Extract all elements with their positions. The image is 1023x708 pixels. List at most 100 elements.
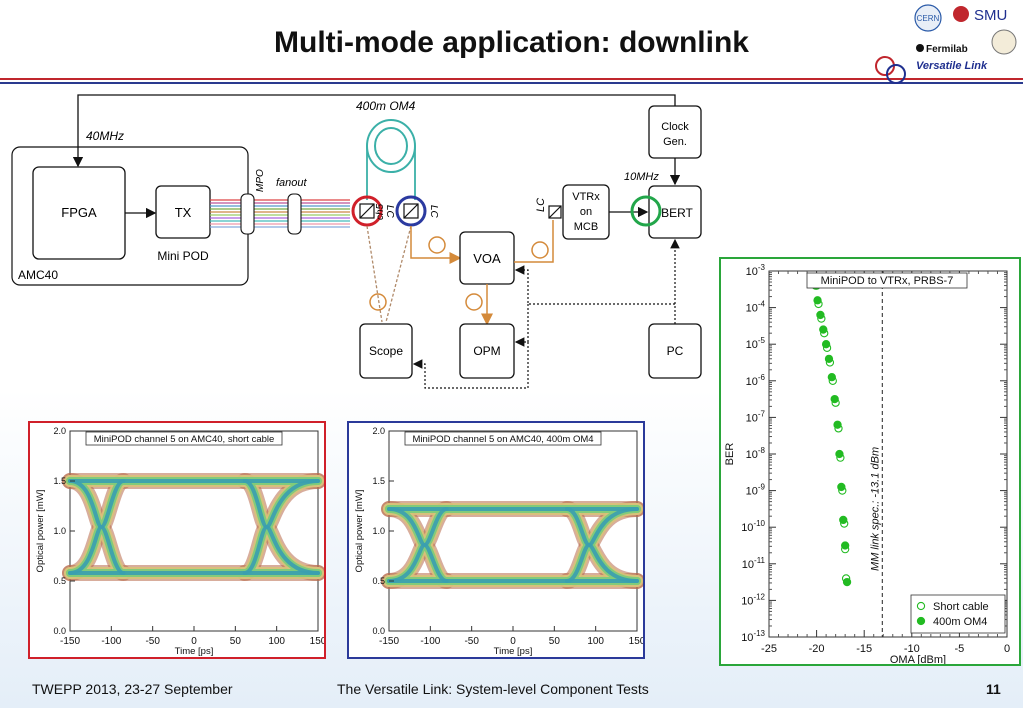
ber-y-tick-label: 10-12 [741,592,765,607]
ber-point-400m [837,482,846,492]
pc-voa-control [514,265,675,305]
ber-x-axis-label: OMA [dBm] [890,654,946,664]
page-number: 11 [986,681,1001,697]
pc-scope-control [412,342,529,389]
eye-400m-x-tick-label: -100 [420,636,440,647]
fiber-spool-inner [374,127,408,165]
opm-block [459,323,515,379]
eye-short-y-tick-label: 1.5 [53,476,66,486]
eye-diagram-short-cable: MiniPOD channel 5 on AMC40, short cable -… [28,421,327,659]
eye-400m-y-tick-label: 2.0 [372,426,385,436]
fpga-label: FPGA [61,205,97,220]
voa-fiber-loop [428,236,446,254]
ber-legend-label: Short cable [933,601,989,613]
eye-400m-x-tick-label: -50 [464,636,479,647]
versatile-link-text: Versatile Link [916,60,988,72]
fiber-ribbon [210,199,350,228]
scope-fiber-loop [369,293,387,311]
ber-y-tick-label: 10-6 [746,373,766,388]
fermilab-logo-text: Fermilab [926,44,968,55]
eye-short-x-tick-label: 50 [230,636,242,647]
clock-40-label: 40MHz [86,129,124,143]
eye-400m-x-tick-label: 150 [629,636,643,647]
cern-logo-icon [914,4,942,32]
logo-graphics: CERN SMU Fermilab [914,4,1017,55]
scope-dashed-right [385,225,412,323]
logo-cluster: CERN SMU Fermilab [912,2,1020,74]
eye-400m-y-axis-label: Optical power [mW] [354,490,365,573]
ber-y-tick-label: 10-3 [746,263,766,278]
eye-400m-eye-trace [565,507,639,583]
eye-400m-y-tick-label: 0.5 [372,576,385,586]
ch5-label: ch5 [375,203,386,220]
ber-x-tick-label: -25 [761,643,777,655]
smu-seal-icon [953,6,969,22]
ber-x-tick-label: -15 [856,643,872,655]
fermilab-mark-icon [916,44,924,52]
opm-label: OPM [473,344,500,358]
fiber-to-voa [410,226,462,264]
clock-10-label: 10MHz [624,171,659,183]
ch5-highlight-ring [351,195,383,227]
eye-short-title: MiniPOD channel 5 on AMC40, short cable [94,434,275,445]
ber-x-tick-label: -5 [955,643,965,655]
ber-point-400m [833,420,842,429]
eye-short-y-tick-label: 1.0 [53,526,66,536]
vtrx-label-1: VTRx [572,191,600,203]
ber-point-400m [841,541,850,550]
scope-label: Scope [369,344,403,358]
fanout-label: fanout [276,177,308,189]
ber-y-tick-label: 10-10 [741,519,765,534]
ber-y-tick-label: 10-9 [746,483,766,498]
footer-conference: TWEPP 2013, 23-27 September [32,681,233,697]
eye-400m-x-axis-label: Time [ps] [494,646,533,657]
ber-point-400m [813,296,822,305]
eye-short-x-tick-label: -100 [101,636,121,647]
eye-400m-eye-trace [387,507,449,583]
opm-fiber-loop [465,293,483,311]
lc-mid-label: LC [428,205,439,219]
page-title: Multi-mode application: downlink [274,26,749,59]
pc-label: PC [667,344,684,358]
ber-y-tick-label: 10-4 [746,300,766,315]
eye-short-x-axis-label: Time [ps] [175,646,214,657]
ber-y-axis-label: BER [724,443,736,466]
header-rule-red [0,78,1023,80]
ber-title: MiniPOD to VTRx, PRBS-7 [821,275,954,287]
smu-logo-text: SMU [974,7,1007,24]
tx-label: TX [175,205,192,220]
eye-diagram-400m: MiniPOD channel 5 on AMC40, 400m OM4-150… [347,421,646,659]
bert-label: BERT [661,206,693,220]
eye-short-y-tick-label: 0.5 [53,576,66,586]
bert-block [648,185,702,239]
bert-highlight-ring [630,195,662,227]
eye-chart-short-cable: MiniPOD channel 5 on AMC40, short cable -… [35,426,327,657]
ber-point-400m [842,577,852,587]
ber-x-tick-label: 0 [1004,643,1010,655]
eye-short-title-box [85,431,283,446]
mpo-connector [240,193,255,235]
ber-x-tick-label: -10 [904,643,920,655]
ber-legend-label: 400m OM4 [933,616,987,628]
eye-400m-y-tick-label: 1.5 [372,476,385,486]
ber-plot-area [768,270,1008,638]
amc40-label: AMC40 [18,268,58,282]
eye-short-x-tick-label: -50 [145,636,160,647]
fiber-spool-label: 400m OM4 [356,99,416,113]
eye-chart-400m: MiniPOD channel 5 on AMC40, 400m OM4-150… [354,426,646,657]
ber-x-tick-label: -20 [809,643,825,655]
ber-y-tick-label: 10-5 [746,336,766,351]
eye-400m-x-tick-label: 100 [587,636,604,647]
scope-block [359,323,413,379]
eye-400m-x-tick-label: 50 [549,636,561,647]
footer-talk-title: The Versatile Link: System-level Compone… [337,681,649,697]
eye-short-eye-trace [242,479,320,575]
eye-400m-title: MiniPOD channel 5 on AMC40, 400m OM4 [412,434,593,445]
eye-short-y-axis-label: Optical power [mW] [35,490,46,573]
eye-short-y-tick-label: 2.0 [53,426,66,436]
eye-short-x-tick-label: 150 [310,636,324,647]
ber-point-400m [830,394,839,404]
eye-short-x-tick-label: 0 [191,636,197,647]
setup-diagram: AMC40 40MHz FPGA TX Mini POD MPO fanout … [11,94,702,389]
eye-short-x-tick-label: -150 [60,636,80,647]
